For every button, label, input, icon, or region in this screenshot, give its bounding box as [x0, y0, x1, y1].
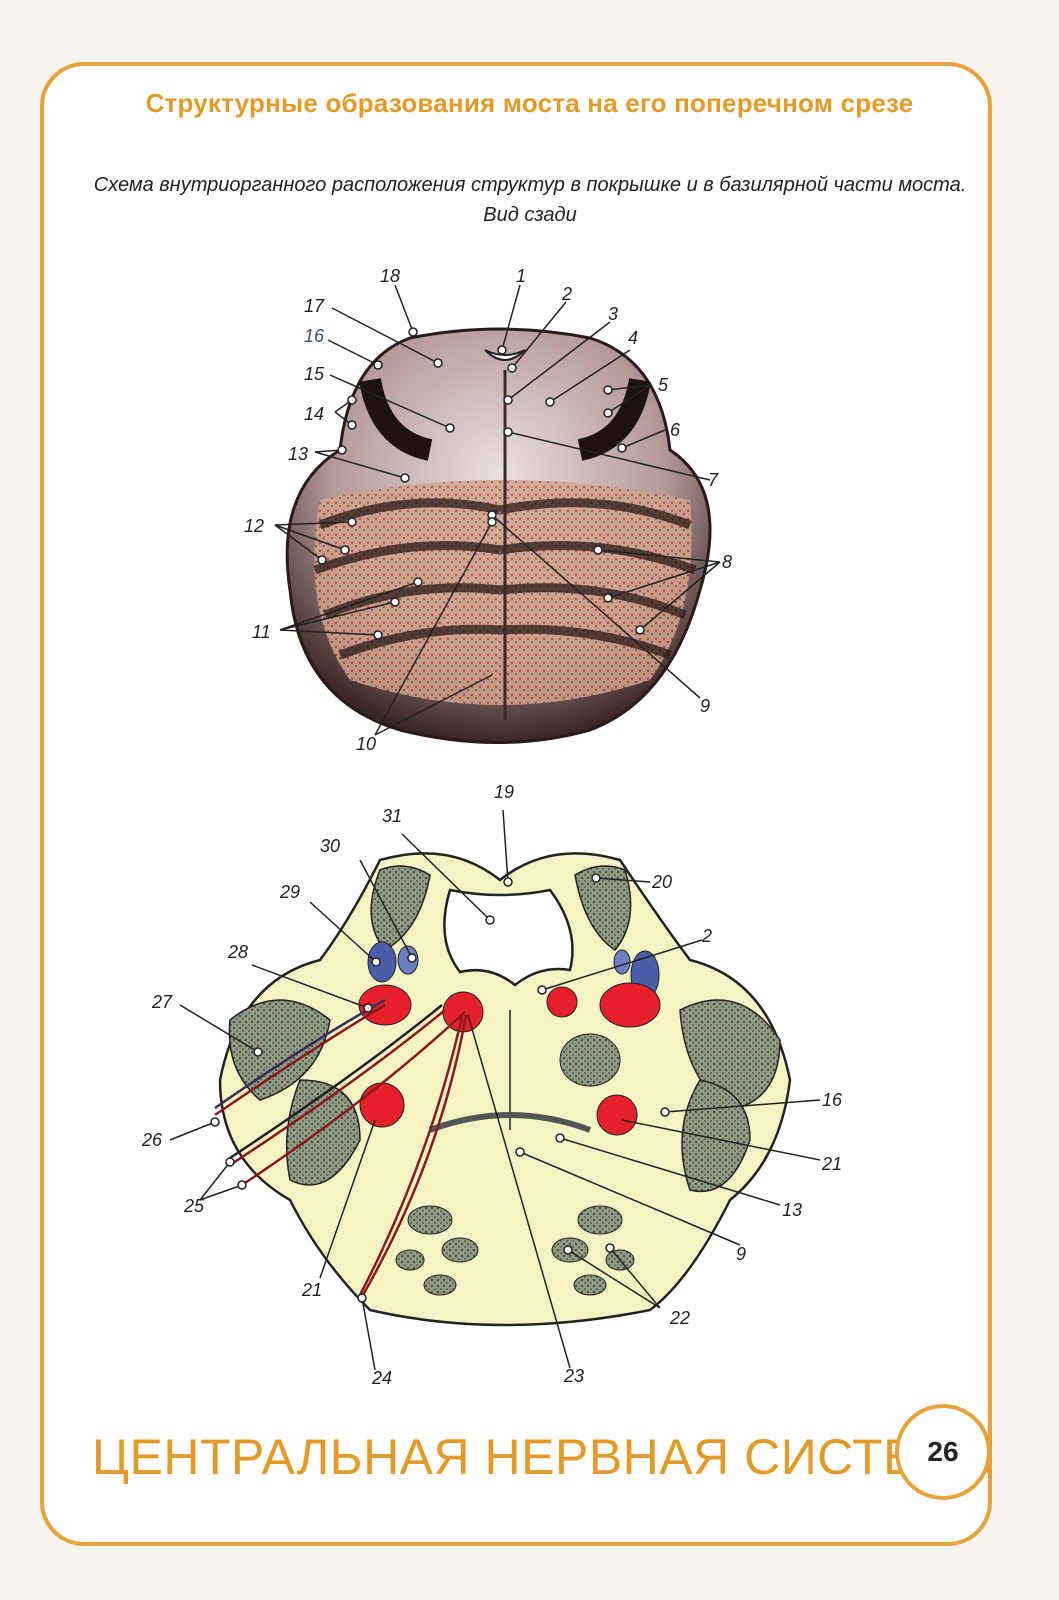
- top-label-5: 5: [658, 375, 669, 395]
- bottom-label-30: 30: [320, 836, 340, 856]
- top-label-15: 15: [304, 364, 325, 384]
- lemniscus-right: [577, 377, 651, 461]
- top-label-14: 14: [304, 404, 324, 424]
- top-label-17: 17: [304, 296, 325, 316]
- bottom-label-23: 23: [563, 1366, 584, 1386]
- top-label-9: 9: [700, 696, 710, 716]
- top-label-7: 7: [708, 470, 719, 490]
- red-nucleus-right-small: [546, 986, 578, 1018]
- page-number-badge: 26: [895, 1404, 991, 1500]
- blue-nucleus-right-b: [613, 949, 631, 975]
- top-label-4: 4: [628, 328, 638, 348]
- superior-right: [574, 865, 632, 951]
- lemniscus-left: [359, 377, 433, 461]
- bottom-label-26: 26: [141, 1130, 163, 1150]
- blue-nucleus-left-a: [367, 941, 397, 983]
- bottom-label-16: 16: [822, 1090, 843, 1110]
- bottom-label-2: 2: [701, 926, 712, 946]
- top-label-2: 2: [561, 284, 572, 304]
- bottom-label-31: 31: [382, 806, 402, 826]
- pons-section-schematic: 19 31 30 20 29 2 28 27 16 26 21 25 13 9 …: [130, 780, 870, 1400]
- transverse-fibres: [313, 498, 697, 660]
- top-label-11: 11: [252, 622, 271, 642]
- top-label-18: 18: [380, 266, 400, 286]
- pons-section-photo-svg: 1 2 3 4 5 6 7 8 9 10 11 12 13 14 15 16 1…: [244, 266, 732, 754]
- subtitle-line-2: Вид сзади: [483, 204, 577, 226]
- bottom-label-28: 28: [227, 942, 248, 962]
- bottom-label-27: 27: [151, 992, 173, 1012]
- red-nucleus-21-left: [359, 1082, 405, 1128]
- bottom-label-24: 24: [371, 1368, 392, 1388]
- subtitle-line-1: Схема внутриорганного расположения струк…: [93, 174, 967, 196]
- top-label-13: 13: [288, 444, 308, 464]
- bottom-label-9: 9: [736, 1244, 746, 1264]
- page-subtitle: Схема внутриорганного расположения струк…: [60, 170, 1000, 230]
- pons-section-schematic-svg: 19 31 30 20 29 2 28 27 16 26 21 25 13 9 …: [141, 782, 843, 1388]
- top-label-8: 8: [722, 552, 732, 572]
- red-nucleus-21-right: [596, 1094, 638, 1136]
- red-nucleus-right-large: [599, 982, 661, 1028]
- top-label-6: 6: [670, 420, 681, 440]
- top-leader-lines: [274, 284, 721, 736]
- fourth-ventricle-notch: [484, 349, 526, 361]
- page-title: Структурные образования моста на его поп…: [145, 88, 914, 118]
- page-number: 26: [927, 1436, 959, 1467]
- peduncle-left: [228, 999, 331, 1101]
- bottom-label-21-left: 21: [301, 1280, 322, 1300]
- fourth-ventricle: [443, 888, 574, 987]
- bottom-label-19: 19: [494, 782, 514, 802]
- lateral-right: [681, 1079, 751, 1193]
- top-label-10: 10: [356, 734, 376, 754]
- bottom-leader-lines: [169, 809, 821, 1371]
- top-label-1: 1: [516, 266, 526, 286]
- bottom-label-25: 25: [183, 1196, 205, 1216]
- top-label-16: 16: [304, 326, 325, 346]
- top-label-12: 12: [244, 516, 264, 536]
- superior-left: [370, 865, 431, 951]
- top-label-3: 3: [608, 304, 618, 324]
- bottom-label-22: 22: [669, 1308, 690, 1328]
- bottom-label-13: 13: [782, 1200, 802, 1220]
- section-title: ЦЕНТРАЛЬНАЯ НЕРВНАЯ СИСТЕМА: [92, 1429, 994, 1485]
- bottom-marker-dots: [210, 873, 670, 1303]
- pons-section-photo: 1 2 3 4 5 6 7 8 9 10 11 12 13 14 15 16 1…: [230, 260, 790, 760]
- top-marker-dots: [317, 327, 645, 640]
- bottom-label-21-right: 21: [821, 1154, 842, 1174]
- bottom-label-29: 29: [279, 882, 300, 902]
- bottom-label-20: 20: [651, 872, 672, 892]
